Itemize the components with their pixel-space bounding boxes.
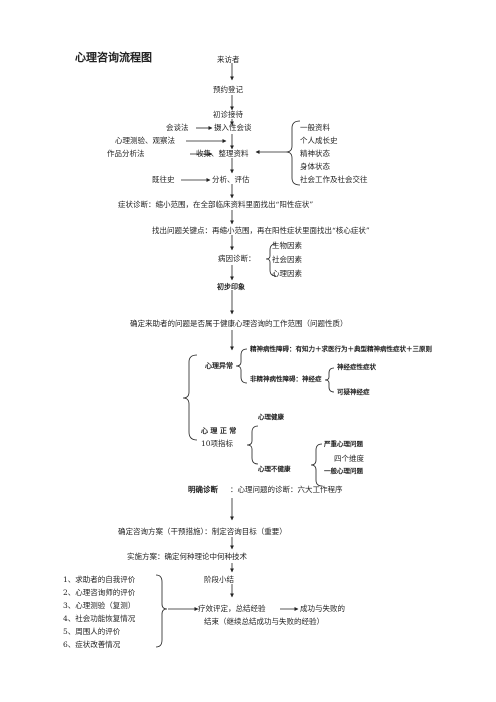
healthy-label: 心理健康 — [258, 413, 284, 421]
unhealthy-label: 心理不健康 — [258, 465, 291, 473]
material-item: 精神状态 — [300, 149, 330, 158]
evaluation-item: 4、社会功能恢复情况 — [63, 614, 136, 623]
evaluation-item: 5、周围人的评价 — [63, 627, 121, 636]
ending: 结束（继续总结成功与失败的经验） — [204, 617, 324, 626]
page-title: 心理咨询流程图 — [75, 51, 152, 64]
evaluation-item: 1、求助者的自我评价 — [63, 575, 136, 584]
evaluation-item: 6、症状改善情况 — [63, 640, 121, 649]
etiology-label: 病因诊断： — [218, 254, 256, 263]
stage-summary: 阶段小结 — [204, 575, 234, 584]
four-dimensions: 四个维度 — [334, 454, 364, 463]
etiology-item: 心理因素 — [272, 269, 302, 278]
abnormal-label: 心理异常 — [205, 361, 233, 370]
material-item: 个人成长史 — [300, 136, 338, 145]
method-test-observe: 心理测验、观察法 — [115, 136, 175, 145]
evaluation-item: 2、心理咨询师的评价 — [63, 588, 136, 597]
method-case-history: 既往史 — [152, 175, 175, 184]
implementation: 实施方案：确定何种理论中何种技术 — [127, 552, 247, 561]
efficacy-evaluation: 疗效评定，总结经验 — [198, 604, 266, 613]
step-intake-interview: 摄入性会谈 — [214, 123, 252, 132]
suspected-neurosis: 可疑神经症 — [337, 388, 370, 396]
evaluation-item: 3、心理测验（复测） — [63, 601, 136, 610]
normal-criteria: 10项指标 — [201, 439, 234, 448]
method-work-analysis: 作品分析法 — [107, 149, 145, 158]
key-point: 找出问题关键点：再缩小范围，再在阳性症状里面找出“核心症状” — [152, 226, 370, 235]
etiology-item: 社会因素 — [272, 255, 302, 264]
non-psychotic-disorder: 非精神病性障碍：神经症 — [250, 375, 322, 383]
material-item: 身体状态 — [300, 162, 330, 171]
success-failure: 成功与失败的 — [300, 604, 345, 613]
symptom-diagnosis: 症状诊断：缩小范围，在全部临床资料里面找出“阳性症状” — [118, 200, 314, 209]
step-appointment: 预约登记 — [213, 85, 243, 94]
clear-diagnosis-label: 明确诊断 — [188, 485, 218, 494]
step-analyze-evaluate: 分析、评估 — [212, 175, 250, 184]
step-visitor: 来访者 — [217, 55, 240, 64]
method-interview: 会谈法 — [166, 123, 189, 132]
clear-diagnosis-text: ：心理问题的诊断：六大工作程序 — [230, 485, 343, 494]
initial-impression: 初步印象 — [217, 282, 245, 291]
normal-heading: 心 理 正 常 — [201, 426, 237, 435]
step-collect-organize: 收集、整理资料 — [196, 149, 249, 158]
general-problem: 一般心理问题 — [324, 467, 363, 475]
scope-question: 确定来助者的问题是否属于健康心理咨询的工作范围（问题性质） — [130, 319, 348, 328]
step-initial-reception: 初诊接待 — [213, 110, 243, 119]
material-item: 社会工作及社会交往 — [300, 175, 368, 184]
material-item: 一般资料 — [300, 123, 330, 132]
psychotic-disorder: 精神病性障碍：有知力＋求医行为＋典型精神病性症状＋三原则 — [250, 345, 432, 353]
neurotic-like-symptom: 神经症性症状 — [337, 363, 376, 371]
severe-problem: 严重心理问题 — [324, 440, 363, 448]
etiology-item: 生物因素 — [272, 241, 302, 250]
consultation-scheme: 确定咨询方案（干预措施）：制定咨询目标（重要） — [118, 527, 287, 536]
